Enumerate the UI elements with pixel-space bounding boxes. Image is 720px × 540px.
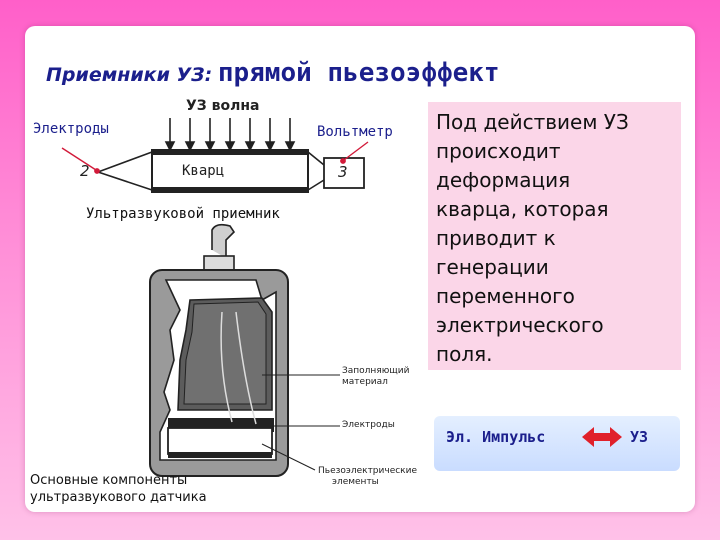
double-arrow-icon xyxy=(582,427,622,447)
info-box: Под действием УЗ происходит деформация квар… xyxy=(428,102,681,370)
info-line: генерации xyxy=(436,255,549,279)
sensor-illustration xyxy=(149,223,340,477)
title-part2: прямой пьезоэффект xyxy=(217,58,500,88)
sensor-caption: Основные компоненты ультразвукового датч… xyxy=(30,472,207,506)
number-3: 3 xyxy=(338,163,348,181)
voltmeter-label: Вольтметр xyxy=(317,124,393,140)
number-2: 2 xyxy=(80,162,90,180)
electrodes-label: Электроды xyxy=(33,121,109,137)
page-title: Приемники УЗ: прямой пьезоэффект xyxy=(46,58,500,88)
filler-label-line1: Заполняющий xyxy=(342,366,410,376)
filler-label-line2: материал xyxy=(342,377,388,387)
info-line: деформация xyxy=(436,168,571,192)
info-line: приводит к xyxy=(436,226,556,250)
sensor-caption-line2: ультразвукового датчика xyxy=(30,490,207,505)
info-line: Под действием УЗ xyxy=(436,110,629,134)
receiver-caption: Ультразвуковой приемник xyxy=(86,206,280,222)
piezo-elements-label: Пьезоэлектрические элементы xyxy=(318,466,417,488)
info-line: кварца, которая xyxy=(436,197,609,221)
quartz-label: Кварц xyxy=(182,163,225,179)
info-line: происходит xyxy=(436,139,561,163)
info-line: поля. xyxy=(436,342,493,366)
filler-material-label: Заполняющий материал xyxy=(342,366,409,388)
wave-label: УЗ волна xyxy=(186,98,260,114)
title-part1: Приемники УЗ: xyxy=(46,64,213,86)
info-line: переменного xyxy=(436,284,575,308)
ultrasound-label: УЗ xyxy=(630,428,649,446)
sensor-caption-line1: Основные компоненты xyxy=(30,473,188,488)
impulse-box: Эл. Импульс УЗ xyxy=(434,416,680,471)
piezo-label-line1: Пьезоэлектрические xyxy=(318,466,417,476)
sensor-electrodes-label: Электроды xyxy=(342,420,395,430)
piezo-label-line2: элементы xyxy=(332,477,379,487)
electric-impulse-label: Эл. Импульс xyxy=(446,428,546,446)
info-line: электрического xyxy=(436,313,604,337)
